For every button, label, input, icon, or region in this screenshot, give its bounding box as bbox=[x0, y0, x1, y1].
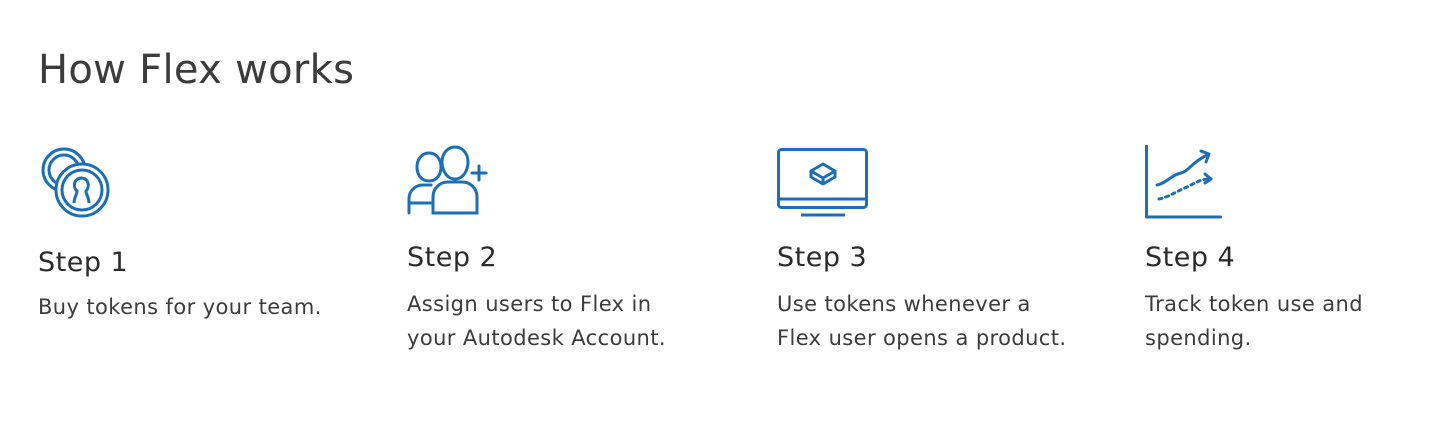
page-title: How Flex works bbox=[38, 47, 355, 93]
step-4-description: Track token use and spending. bbox=[1145, 292, 1363, 350]
step-4-title: Step 4 bbox=[1145, 242, 1236, 273]
monitor-product-icon bbox=[777, 145, 869, 219]
step-3: Step 3 Use tokens whenever a Flex user o… bbox=[777, 145, 1107, 405]
step-4: Step 4 Track token use and spending. bbox=[1145, 145, 1430, 385]
step-2-title: Step 2 bbox=[407, 242, 498, 273]
add-users-icon bbox=[407, 145, 491, 217]
step-2-description: Assign users to Flex in your Autodesk Ac… bbox=[407, 292, 666, 350]
step-1-title: Step 1 bbox=[38, 247, 129, 278]
step-3-description: Use tokens whenever a Flex user opens a … bbox=[777, 292, 1067, 350]
step-1: Step 1 Buy tokens for your team. bbox=[38, 145, 368, 385]
coins-icon bbox=[38, 145, 112, 223]
step-3-title: Step 3 bbox=[777, 242, 868, 273]
growth-chart-icon bbox=[1145, 145, 1223, 221]
step-2: Step 2 Assign users to Flex in your Auto… bbox=[407, 145, 737, 405]
step-1-description: Buy tokens for your team. bbox=[38, 295, 322, 319]
